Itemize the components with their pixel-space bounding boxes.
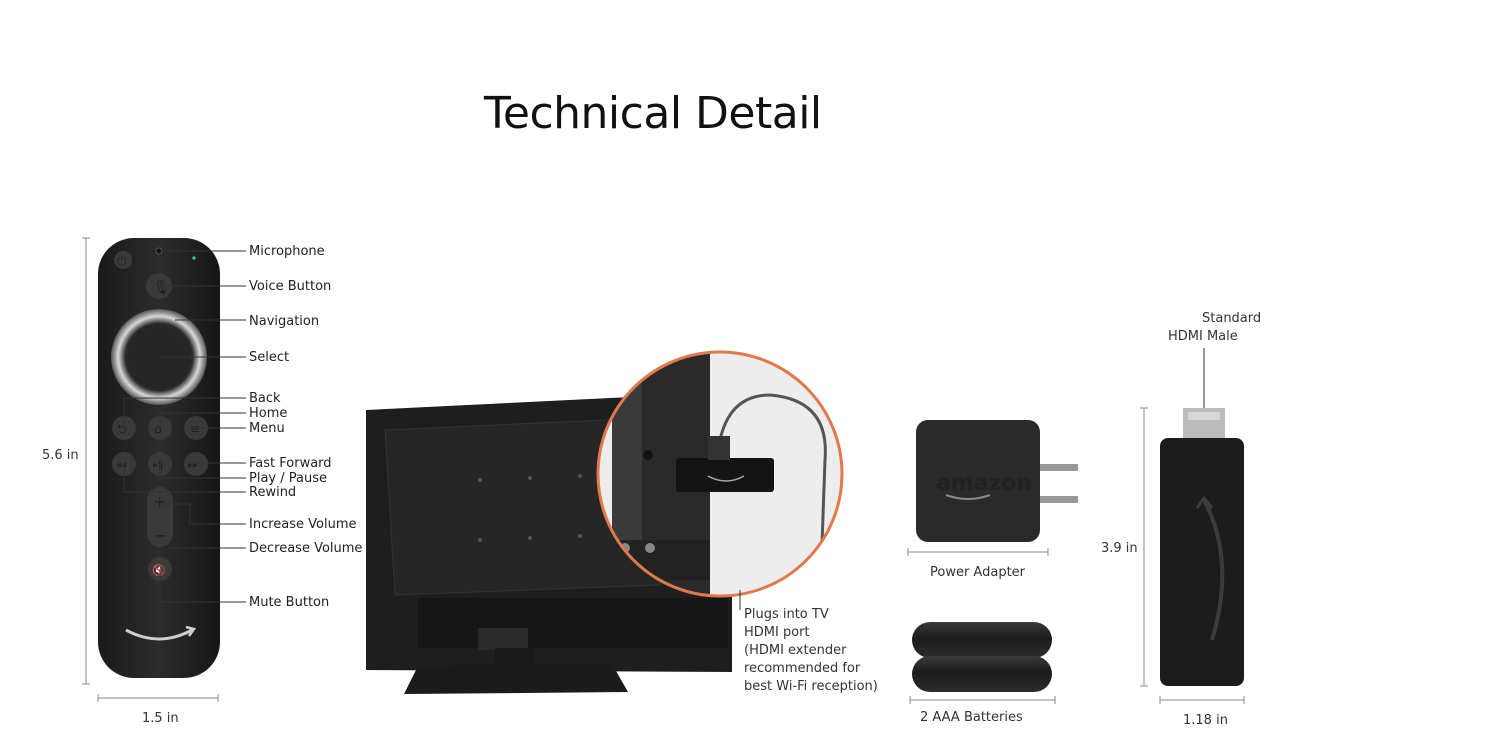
stick-amazon-arrow — [1202, 499, 1225, 641]
callout-navigation: Navigation — [249, 314, 319, 329]
hdmi-connector-label: Standard HDMI Male — [1168, 311, 1265, 344]
adapter-brand-logo: amazon — [936, 471, 1032, 496]
remote-width-dimension: 1.5 in — [97, 694, 219, 726]
status-led — [192, 256, 196, 260]
plus-icon: + — [153, 492, 166, 511]
volume-rocker[interactable] — [147, 487, 173, 547]
callout-back: Back — [249, 391, 281, 406]
stick-body — [1160, 438, 1244, 686]
tv-caption-line-3: (HDMI extender — [744, 643, 847, 658]
callout-mute-button: Mute Button — [249, 595, 329, 610]
callout-menu: Menu — [249, 421, 285, 436]
fire-tv-stick: Standard HDMI Male 3.9 in 1.18 in — [1101, 311, 1265, 728]
microphone-icon: 🎙 — [153, 279, 171, 296]
rewind-icon: ◂◂ — [116, 460, 126, 471]
remote-height-label: 5.6 in — [42, 448, 79, 463]
callout-decrease-volume: Decrease Volume — [249, 541, 362, 556]
menu-icon: ≡ — [190, 422, 200, 436]
power-icon: ⏻ — [117, 254, 127, 268]
callout-home: Home — [249, 406, 287, 421]
amazon-smile-logo — [125, 628, 193, 641]
remote-width-label: 1.5 in — [142, 711, 179, 726]
minus-icon: − — [154, 526, 167, 545]
fast-forward-button[interactable] — [184, 452, 208, 476]
callout-microphone: Microphone — [249, 244, 325, 259]
zoom-detail — [598, 352, 842, 596]
fast-forward-icon: ▸▸ — [188, 460, 198, 471]
stick-height-label: 3.9 in — [1101, 541, 1138, 556]
adapter-caption: Power Adapter — [930, 565, 1026, 580]
callout-rewind: Rewind — [249, 485, 296, 500]
tv-back — [366, 350, 844, 694]
home-icon: ⌂ — [154, 422, 162, 436]
callout-select: Select — [249, 350, 289, 365]
tv-caption-line-4: recommended for — [744, 661, 861, 676]
tv-hdmi-caption: Plugs into TV HDMI port (HDMI extender r… — [744, 607, 878, 694]
hdmi-label-line-1: Standard — [1202, 311, 1261, 326]
fire-stick-in-port — [676, 458, 774, 492]
remote-leader-lines — [123, 250, 246, 603]
select-button[interactable] — [127, 325, 191, 389]
power-adapter: amazon Power Adapter — [907, 420, 1078, 580]
stick-width-label: 1.18 in — [1183, 713, 1228, 728]
back-icon: ⮌ — [117, 422, 127, 436]
play-pause-icon: ▸ǁ — [153, 460, 163, 471]
hdmi-label-line-2: HDMI Male — [1168, 329, 1238, 344]
power-button[interactable] — [114, 251, 132, 269]
voice-button[interactable] — [146, 273, 172, 299]
aaa-batteries: 2 AAA Batteries — [909, 622, 1056, 725]
callout-voice-button: Voice Button — [249, 279, 331, 294]
callout-fast-forward: Fast Forward — [249, 456, 332, 471]
callout-play-pause: Play / Pause — [249, 471, 327, 486]
mute-icon: 🔇 — [152, 564, 166, 577]
remote-height-dimension: 5.6 in — [42, 237, 90, 685]
tv-caption-line-2: HDMI port — [744, 625, 810, 640]
remote: 5.6 in 1.5 in ⏻ 🎙 ⮌ ⌂ ≡ ◂◂ ▸ — [42, 237, 362, 726]
tv-caption-line-1: Plugs into TV — [744, 607, 829, 622]
tv-caption-line-5: best Wi-Fi reception) — [744, 679, 878, 694]
batteries-caption: 2 AAA Batteries — [920, 710, 1023, 725]
callout-increase-volume: Increase Volume — [249, 517, 357, 532]
page-title: Technical Detail — [484, 88, 822, 139]
